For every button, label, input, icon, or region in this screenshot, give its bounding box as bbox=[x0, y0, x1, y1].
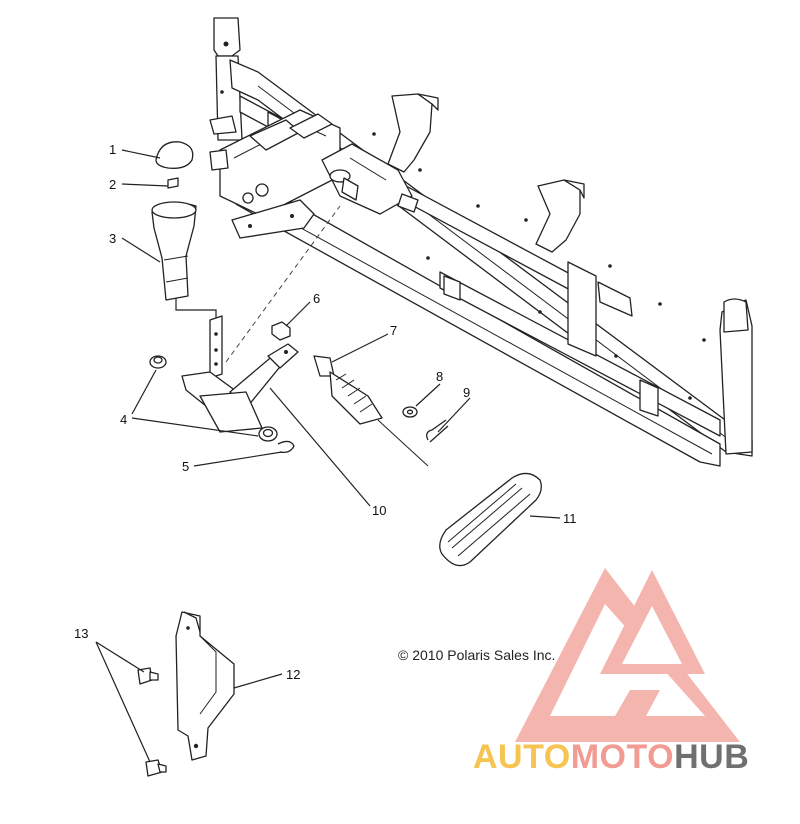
part-hairpin bbox=[426, 419, 449, 443]
watermark-logo bbox=[515, 568, 740, 742]
copyright-text: © 2010 Polaris Sales Inc. bbox=[398, 647, 556, 663]
part-washer bbox=[402, 406, 418, 418]
callout-8: 8 bbox=[436, 369, 443, 384]
frame-assembly bbox=[209, 17, 753, 467]
part-bracket-plate bbox=[175, 611, 235, 761]
watermark-text: AUTOMOTOHUB bbox=[473, 738, 749, 777]
leader-lines bbox=[95, 149, 561, 763]
leader-line-boot-lever bbox=[175, 298, 217, 318]
callout-10: 10 bbox=[372, 503, 386, 518]
part-bushings bbox=[149, 355, 278, 442]
watermark-text-hub: HUB bbox=[674, 738, 750, 776]
part-spring bbox=[313, 355, 429, 467]
callout-4: 4 bbox=[120, 412, 127, 427]
callout-9: 9 bbox=[463, 385, 470, 400]
callout-13: 13 bbox=[74, 626, 88, 641]
callout-11: 11 bbox=[563, 511, 577, 526]
callout-2: 2 bbox=[109, 177, 116, 192]
callout-7: 7 bbox=[390, 323, 397, 338]
part-lever bbox=[181, 315, 299, 433]
callout-1: 1 bbox=[109, 142, 116, 157]
part-pedal-pad bbox=[439, 472, 542, 567]
part-bolts bbox=[137, 667, 167, 777]
callout-6: 6 bbox=[313, 291, 320, 306]
callout-5: 5 bbox=[182, 459, 189, 474]
callout-3: 3 bbox=[109, 231, 116, 246]
watermark-text-auto: AUTO bbox=[473, 738, 571, 776]
part-screw bbox=[167, 177, 179, 189]
watermark-text-moto: MOTO bbox=[570, 738, 675, 776]
callout-12: 12 bbox=[286, 667, 300, 682]
part-boot bbox=[151, 201, 197, 301]
part-clip bbox=[277, 440, 295, 454]
part-nut bbox=[271, 321, 291, 341]
part-cap bbox=[155, 141, 194, 169]
